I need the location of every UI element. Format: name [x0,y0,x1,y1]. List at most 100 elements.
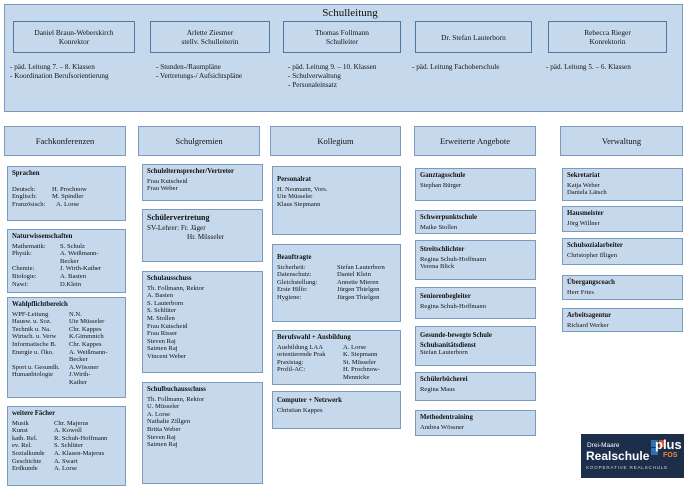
member: Regina Maus [420,385,455,393]
member: Andrea Wössner [420,423,465,431]
member: Stephan Bürger [420,181,462,189]
person-rieger: Rebecca Rieger Konrektorin [548,21,667,53]
column-header-verwaltung: Verwaltung [560,126,683,156]
card-title: Schwerpunktschule [420,214,478,221]
subject: Physik: [12,250,32,258]
role: Datenschutz: [277,271,312,279]
card-computer-netzwerk: Computer + Netzwerk Christian Kappes [272,391,401,429]
member: Jörg Willner [567,219,600,227]
person-name: Dr. Stefan Lauterborn [441,32,506,42]
subject: Technik u. Na. [12,325,51,333]
member: H. Neumann, Vors. [277,185,328,193]
member: Vincent Weber [147,352,187,360]
member: Christopher Illigen [567,251,617,259]
member: Regina Schuh-Hoffmann [420,302,486,310]
card-title: Schulausschuss [147,275,192,282]
subject: Humanbiologie [12,371,54,379]
card-sekretariat: Sekretariat Katja Weber Daniela Lätsch [562,168,683,201]
duty-item: - Koordination Berufsorientierung [10,72,109,81]
member: Steven Raj [147,433,176,441]
duties-ziesmer: - Stunden-/Raumpläne - Vertretungs-/ Auf… [156,63,242,81]
subject: Informatische B. [12,340,57,348]
subject: Sozialkunde [12,449,45,457]
duty-item: - päd. Leitung 5. – 6. Klassen [546,63,631,71]
person-lauterborn: Dr. Stefan Lauterborn [415,21,532,53]
subject: Nawi: [12,280,29,288]
role: orientierende Prak [277,351,326,359]
card-sprachen: Sprachen Deutsch:H. Prochnow Englisch:M.… [7,166,126,221]
person: Annette Mieren [337,278,379,286]
person: Stefan Lauterborn [337,263,385,271]
teacher: A. Kowoll [54,427,82,435]
card-title: Ganztagsschule [420,172,466,179]
card-title: Schülervertretung [147,213,210,222]
card-naturwissenschaften: Naturwissenschaften Mathematik:S. Schulz… [7,229,126,293]
card-title: Seniorenbegleiter [420,293,471,300]
teacher: A. Lorse [54,465,78,473]
teacher: A. Klasen-Majerus [54,449,105,457]
teacher: R. Schuh-Hoffmann [54,434,108,442]
card-arbeitsagentur: Arbeitsagentur Richard Werker [562,308,683,332]
role [277,374,343,382]
role: Gleichstellung: [277,278,318,286]
card-schwerpunktschule: Schwerpunktschule Maike Stollen [415,210,536,234]
teacher: D.Klein [60,280,82,288]
card-beauftragte: Beauftragte Sicherheit: Stefan Lauterborn… [272,244,401,322]
subject [12,356,69,364]
member: Hr. Müsseler [187,233,225,241]
member: Christian Kappes [277,406,323,414]
subject: kath. Rel. [12,434,38,442]
card-title: Streitschlichter [420,246,465,253]
card-hausmeister: Hausmeister Jörg Willner [562,206,683,232]
person: K. Siepmann [343,351,378,359]
member: S. Schlüter [147,307,176,315]
column-header-fachkonferenzen: Fachkonferenzen [4,126,126,156]
teacher: S. Schlüter [54,442,83,450]
card-title: Berufswahl + Ausbildung [277,334,351,341]
subject: Deutsch: [12,185,36,193]
role: Sicherheit: [277,263,306,271]
card-title: Gesunde-bewegte Schule [420,332,492,339]
teacher: A. Swart [54,457,78,465]
member: Daniela Lätsch [567,189,607,197]
person-name: Arlette Ziesmer [186,28,234,37]
member: S. Lauterborn [147,299,184,307]
member: Nathalie Zillgen [147,418,191,426]
card-seniorenbegleiter: Seniorenbegleiter Regina Schuh-Hoffmann [415,287,536,319]
card-title: Wahlpflichtbereich [12,301,68,308]
logo-top-text: Drei-Maare [587,442,620,449]
card-schulelternsprecher: Schulelternsprecher/Vertreter Frau Kutsc… [142,164,263,201]
teacher: Chr. Majerus [54,419,89,427]
card-subtitle: Schulsanitätsdienst [420,341,476,349]
duties-follmann: - päd. Leitung 9. – 10. Klassen - Schulv… [288,63,376,91]
duties-braun-weberskirch: - päd. Leitung 7. – 8. Klassen - Koordin… [10,63,109,81]
card-title: Naturwissenschaften [12,233,73,240]
subject: Chemie: [12,265,35,273]
logo-plus-text: plus [655,437,682,452]
card-ganztagsschule: Ganztagsschule Stephan Bürger [415,168,536,201]
school-logo: plus Drei-Maare Realschule FOS KOOPERATI… [581,434,684,478]
member: Stefan Lauterborn [420,349,468,357]
member: SV-Lehrer: Fr. Jäger [147,224,206,232]
person-role: Schulleiter [325,37,359,46]
subject: Geschichte [12,457,42,465]
logo-main-text: Realschule [586,449,650,463]
teacher: Chr. Kappes [69,325,102,333]
member: Saimen Raj [147,441,178,449]
teacher: Becker [69,356,88,364]
person: Jürgen Thielgen [337,286,380,294]
teacher: A. Weißmann- [60,250,99,258]
teacher: A. Weißmann- [69,348,108,356]
card-title: Computer + Netzwerk [277,397,342,404]
logo-sub-text: KOOPERATIVE REALSCHULE [586,465,669,470]
member: Verena Blick [420,263,455,271]
card-title: Schulelternsprecher/Vertreter [147,168,235,175]
subject: Wirtsch. u. Verw [12,333,57,341]
subject: Sport u. Gesundh. [12,363,60,371]
subject: Biologie: [12,272,37,280]
duty-item: - päd. Leitung 7. – 8. Klassen [10,63,95,71]
card-title: Beauftragte [277,254,312,261]
subject [12,258,60,266]
member: Klaus Stepmann [277,200,321,208]
